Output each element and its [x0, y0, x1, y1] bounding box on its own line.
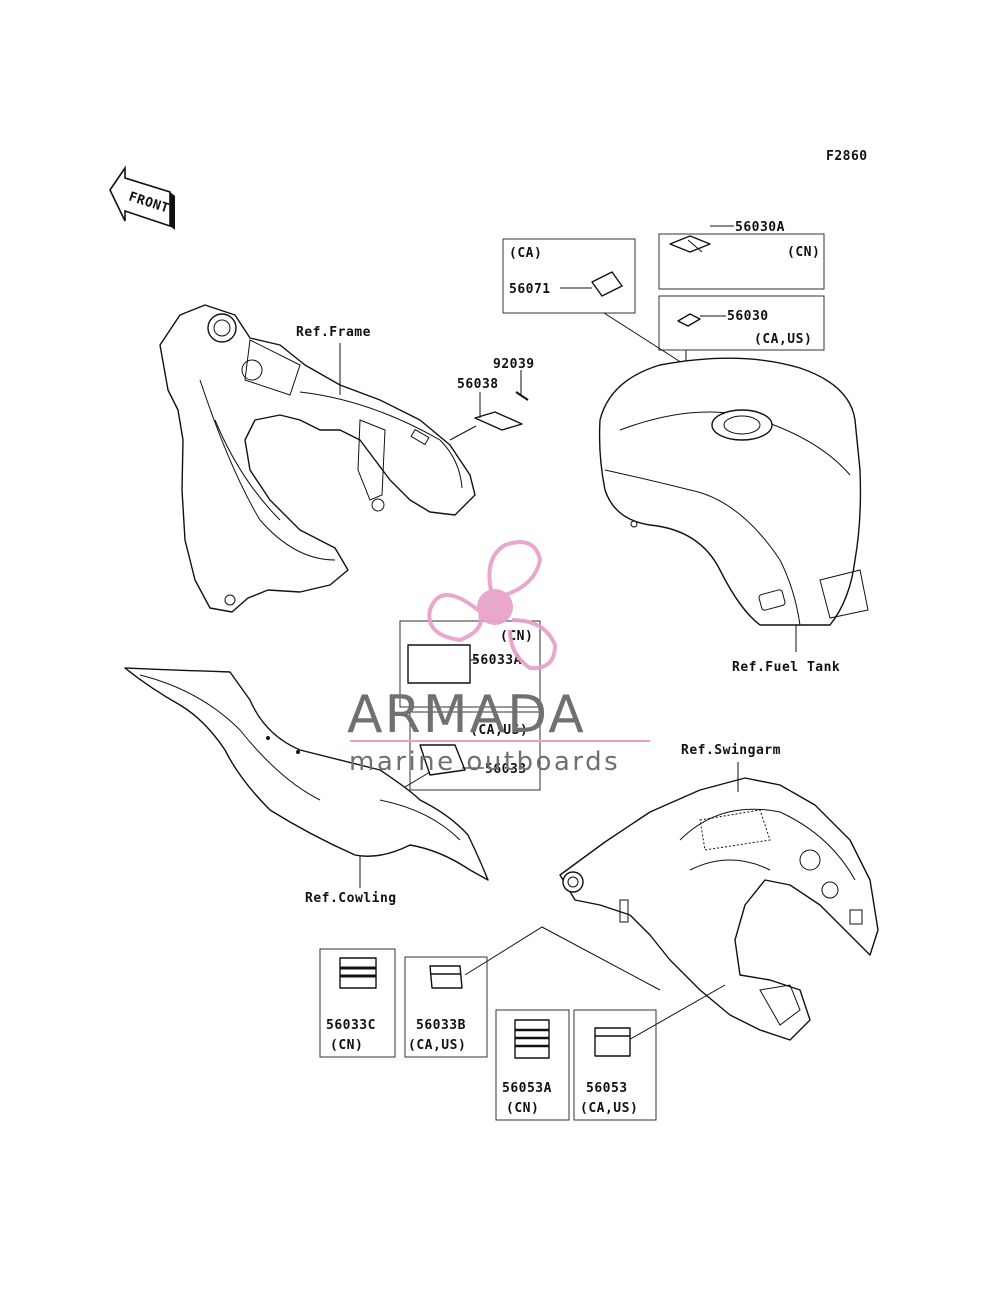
box-56030A	[658, 233, 825, 290]
part-92039-number: 92039	[493, 357, 535, 372]
part-56030A-number: 56030A	[735, 220, 785, 235]
ref-cowling-label: Ref.Cowling	[305, 891, 397, 906]
part-56033B-number: 56033B	[416, 1018, 466, 1033]
part-56071-market: (CA)	[509, 246, 542, 261]
part-56071-number: 56071	[509, 282, 551, 297]
rivet-92039-icon	[515, 391, 529, 401]
leader-56053	[619, 984, 726, 1046]
label-56033-icon	[419, 744, 466, 776]
ref-frame-label: Ref.Frame	[296, 325, 371, 340]
label-56071-icon	[591, 271, 623, 297]
fuel-tank-illustration	[598, 357, 869, 626]
ref-fuel-tank-label: Ref.Fuel Tank	[732, 660, 840, 675]
box-56033A	[399, 620, 541, 708]
box-56053	[573, 1009, 657, 1121]
swingarm-illustration	[559, 777, 879, 1041]
leader-tank-56071	[603, 312, 691, 369]
part-56038-number: 56038	[457, 377, 499, 392]
box-56033B	[404, 956, 488, 1058]
part-56030A-market: (CN)	[787, 245, 820, 260]
leader-56033B	[464, 926, 661, 991]
plate-56038-icon	[474, 411, 523, 431]
part-56053-market: (CA,US)	[580, 1101, 638, 1116]
front-arrow-icon: FRONT	[109, 165, 175, 230]
figure-code: F2860	[826, 149, 868, 164]
box-56033	[409, 711, 541, 791]
label-56030A-stripe	[687, 239, 703, 253]
label-56033B-icon	[429, 965, 463, 989]
label-56053A-icon	[514, 1019, 550, 1059]
part-56033A-number: 56033A	[472, 653, 522, 668]
watermark-brand: ARMADA	[347, 685, 586, 745]
part-56033C-market: (CN)	[330, 1038, 363, 1053]
part-56033C-number: 56033C	[326, 1018, 376, 1033]
part-56053A-number: 56053A	[502, 1081, 552, 1096]
leader-frame-plate	[449, 425, 477, 441]
label-56030A-icon	[669, 235, 711, 253]
armada-watermark-logo	[427, 540, 558, 671]
label-56030-icon	[677, 313, 701, 327]
part-56053-number: 56053	[586, 1081, 628, 1096]
label-56033C-icon	[339, 957, 377, 989]
box-56071	[502, 238, 636, 314]
cowling-illustration	[124, 667, 489, 881]
box-56053A	[495, 1009, 570, 1121]
label-56033A-icon	[407, 644, 471, 684]
part-56030-number: 56030	[727, 309, 769, 324]
part-56033-number: 56033	[485, 762, 527, 777]
part-56033A-market: (CN)	[500, 629, 533, 644]
watermark-tagline: marine outboards	[349, 747, 620, 777]
box-56033C	[319, 948, 396, 1058]
part-56053A-market: (CN)	[506, 1101, 539, 1116]
part-56030-market: (CA,US)	[754, 332, 812, 347]
frame-illustration	[159, 304, 476, 613]
part-56033B-market: (CA,US)	[408, 1038, 466, 1053]
label-56053-icon	[594, 1027, 631, 1057]
box-56030	[658, 295, 825, 351]
ref-swingarm-label: Ref.Swingarm	[681, 743, 781, 758]
part-56033-market: (CA,US)	[470, 723, 528, 738]
